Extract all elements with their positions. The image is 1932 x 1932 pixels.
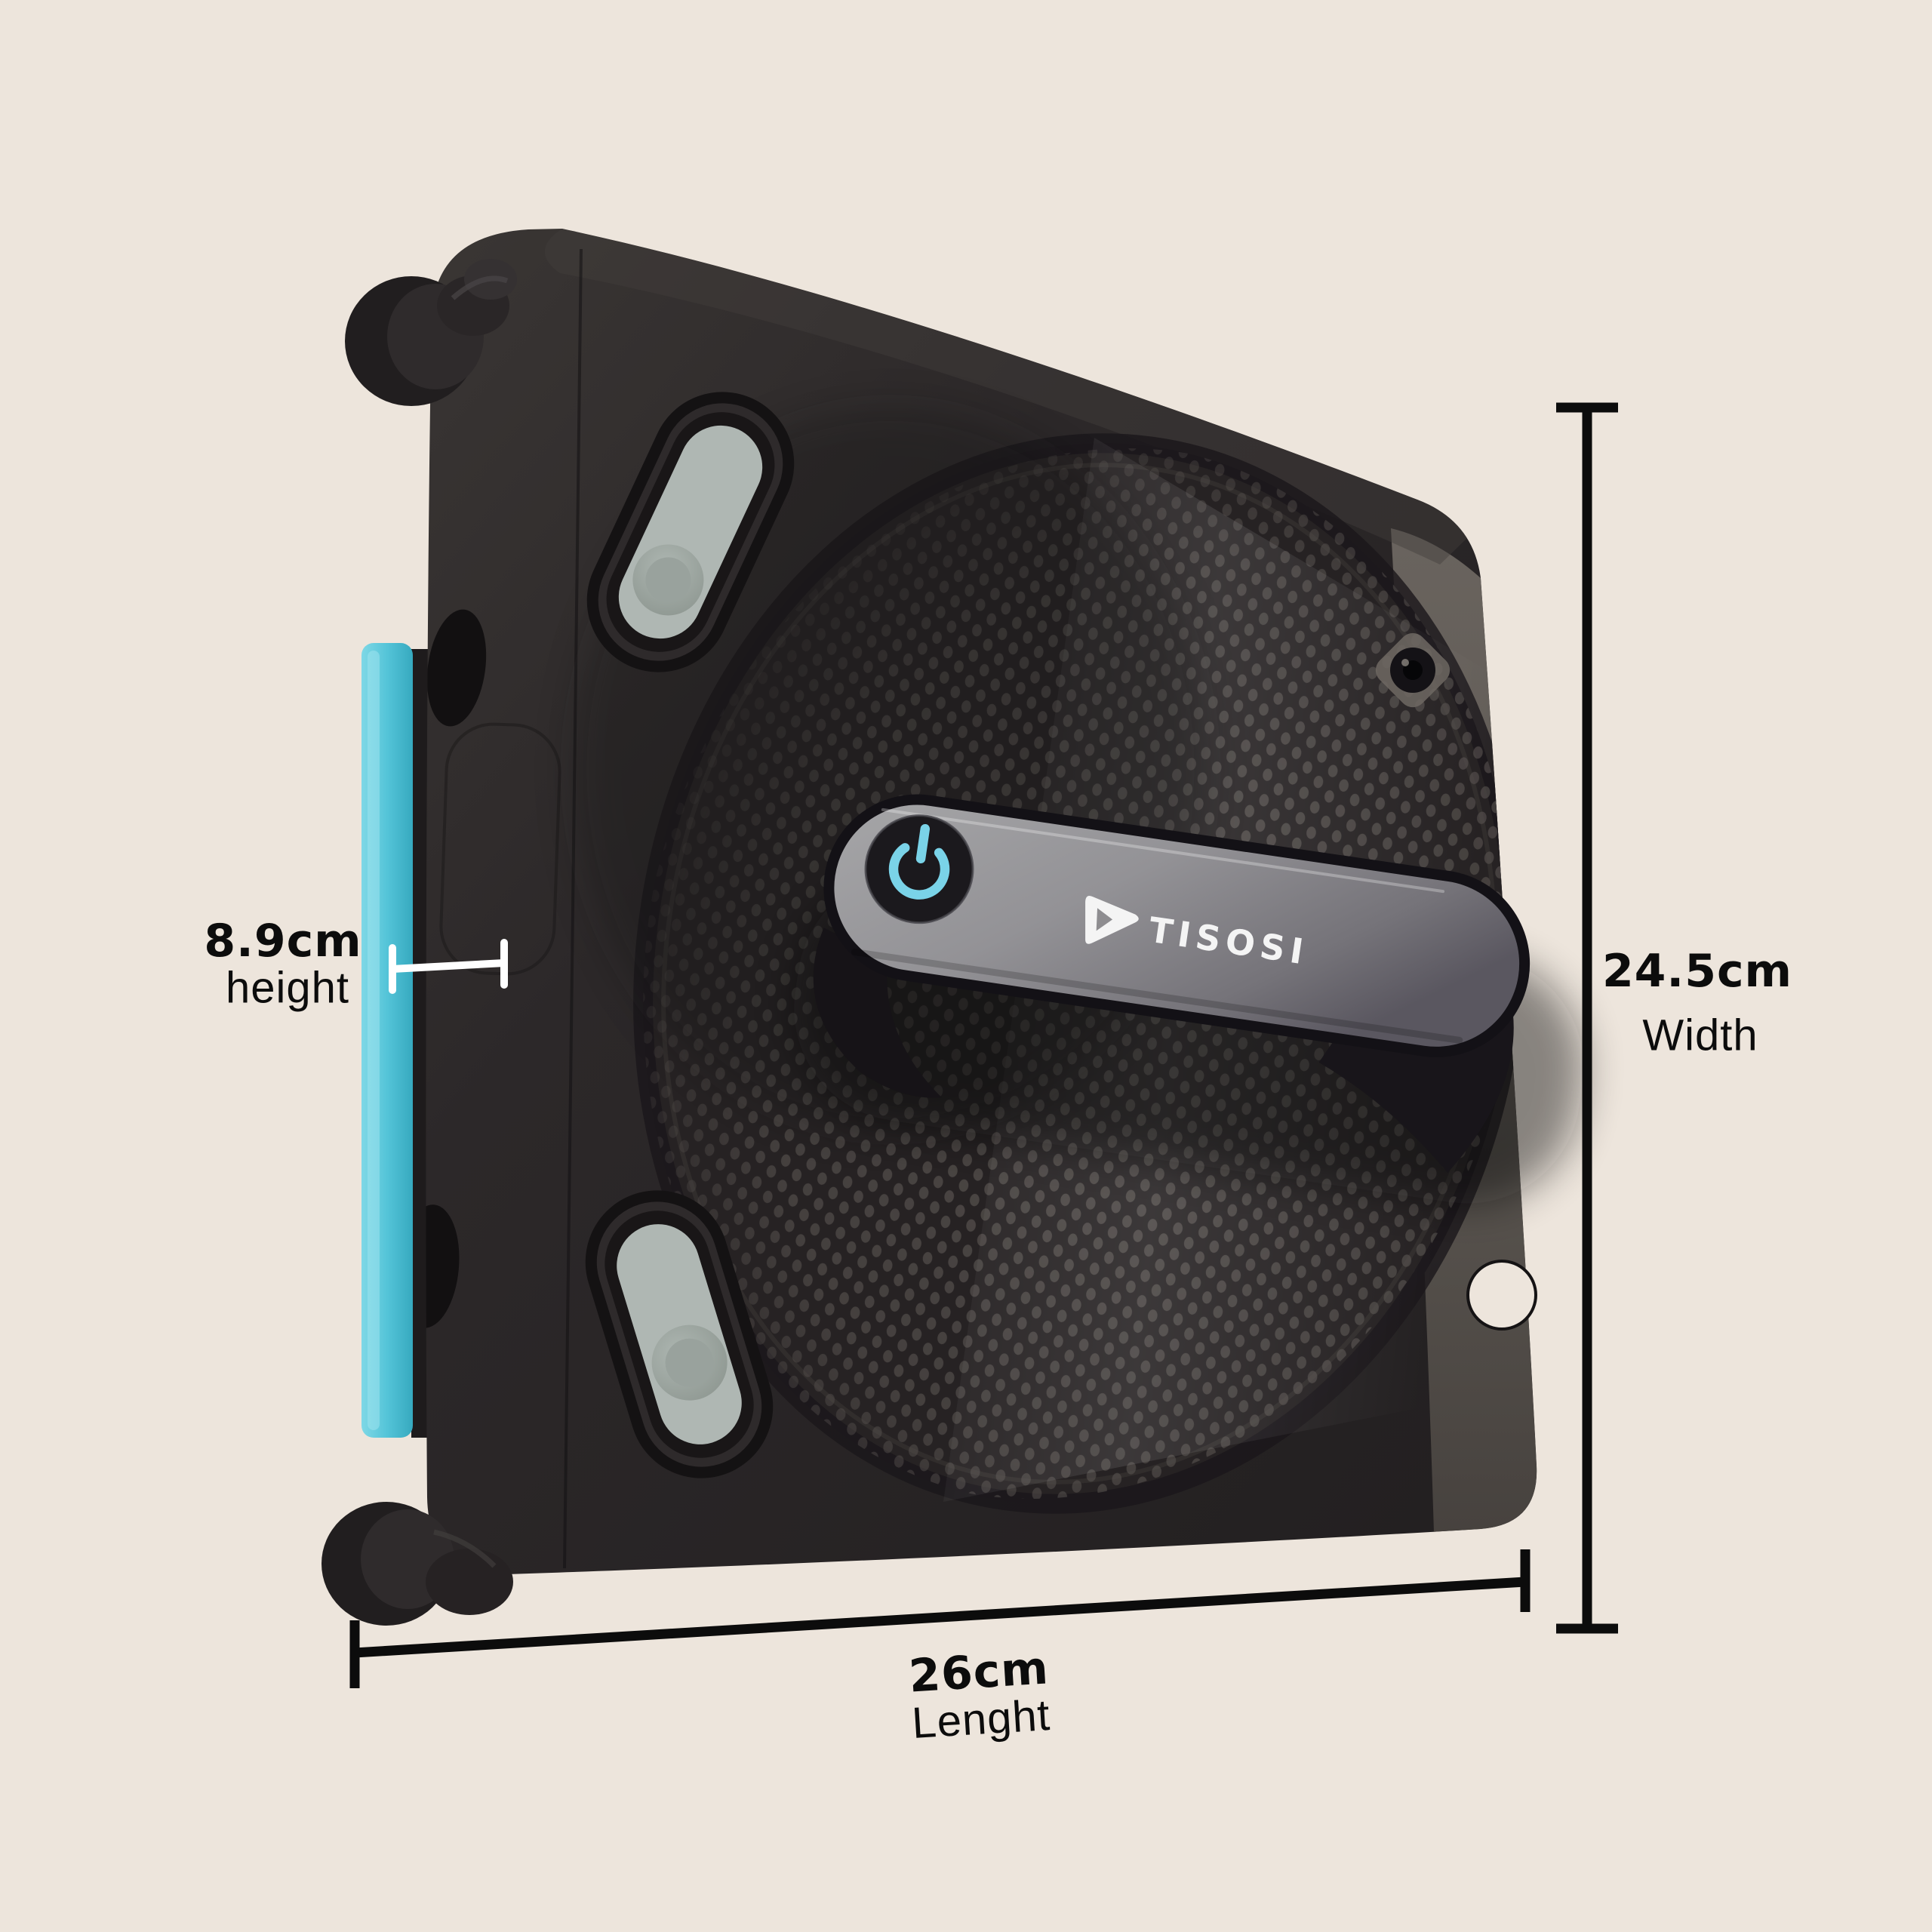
caster-wheel-top-left xyxy=(345,259,517,406)
attachment-pad-bottom xyxy=(585,1190,774,1478)
body-top-edge xyxy=(544,229,1468,565)
brand-logo-mark-icon xyxy=(1085,896,1139,944)
power-button xyxy=(864,814,974,924)
edge-notch xyxy=(1466,1260,1537,1331)
dimension-line-width xyxy=(1556,402,1618,1634)
attachment-pad-top xyxy=(586,392,795,672)
module-panel-seam xyxy=(439,722,561,976)
robot-device: TISOSI xyxy=(321,229,1584,1626)
module-seam xyxy=(563,248,583,1569)
handle-arm-left xyxy=(813,928,942,1098)
squeegee-strip xyxy=(361,643,434,1438)
handle-highlight xyxy=(881,808,1445,894)
height-dimension-value: 8.9cm xyxy=(204,915,362,968)
sensor-camera-icon xyxy=(1375,632,1451,708)
length-dimension-label: Lenght xyxy=(910,1690,1052,1749)
handle-bar xyxy=(834,804,1520,1047)
module-hole-top xyxy=(426,609,487,727)
width-dimension-value: 24.5cm xyxy=(1601,945,1793,998)
handle-lower-shade xyxy=(851,948,1463,1044)
width-dimension-label: Width xyxy=(1642,1011,1758,1060)
handle-assembly: TISOSI xyxy=(794,794,1584,1204)
caster-wheel-bottom-left xyxy=(321,1502,513,1626)
module-hole-bottom xyxy=(426,1204,460,1328)
dimension-line-length xyxy=(349,1549,1531,1688)
height-dimension-label: height xyxy=(225,963,350,1013)
brand-logo-mark-notch xyxy=(1096,908,1113,931)
power-icon xyxy=(888,823,950,900)
dimension-line-height xyxy=(389,939,508,994)
